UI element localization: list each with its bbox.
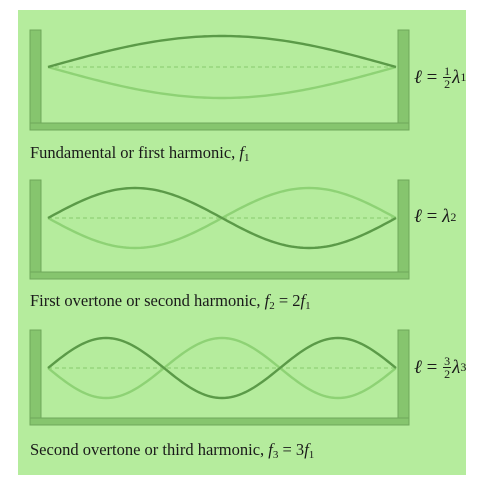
- right-post-1: [397, 29, 410, 124]
- base-bar-1: [29, 122, 410, 131]
- formula-2-lhs: ℓ: [414, 206, 422, 227]
- caption-1-text: Fundamental or first harmonic,: [30, 143, 240, 162]
- caption-2-rhs-var: f: [300, 291, 306, 310]
- wave-envelope-dark-2: [47, 186, 397, 250]
- standing-waves-svg: [29, 29, 410, 426]
- base-bar-3: [29, 417, 410, 426]
- formula-2-eq: =: [421, 206, 443, 227]
- caption-2-text: First overtone or second harmonic,: [30, 291, 265, 310]
- caption-1-var: f: [239, 143, 245, 162]
- left-post-3: [29, 329, 42, 419]
- formula-1-sub: 1: [460, 70, 467, 84]
- formula-1-frac-num: 1: [443, 64, 452, 78]
- formula-3-sub: 3: [460, 360, 467, 374]
- formula-3-frac-den: 2: [444, 367, 451, 381]
- formula-2-var: λ: [442, 206, 451, 227]
- caption-3-var: f: [268, 440, 273, 459]
- formula-2-sub: 2: [450, 209, 457, 224]
- formula-1-frac-den: 2: [444, 77, 451, 91]
- formula-3: ℓ = 3 2 λ 3: [414, 355, 466, 380]
- caption-3-text: Second overtone or third harmonic,: [30, 440, 269, 459]
- caption-2: First overtone or second harmonic, f2 = …: [30, 291, 311, 312]
- right-post-2: [397, 179, 410, 273]
- wave-envelope-light-1: [47, 65, 397, 100]
- caption-1-sub: 1: [244, 152, 250, 164]
- caption-1: Fundamental or first harmonic, f1: [30, 143, 250, 164]
- left-post-1: [29, 29, 42, 124]
- caption-2-eq: = 2: [274, 291, 301, 310]
- caption-3-rhs-var: f: [304, 440, 309, 459]
- formula-1-eq: =: [421, 66, 443, 88]
- formula-3-var: λ: [452, 356, 461, 378]
- wave-envelope-dark-3: [47, 336, 397, 400]
- formula-1-var: λ: [452, 66, 461, 88]
- formula-1-fraction: 1 2: [443, 64, 452, 91]
- caption-3-sub: 3: [272, 449, 279, 461]
- caption-2-var: f: [264, 291, 270, 310]
- formula-3-frac-num: 3: [443, 354, 452, 368]
- base-bar-2: [29, 271, 410, 280]
- wave-envelope-light-3: [47, 336, 397, 400]
- formula-3-fraction: 3 2: [443, 354, 452, 381]
- formula-3-lhs: ℓ: [414, 356, 422, 378]
- formula-2: ℓ = λ 2: [414, 206, 456, 228]
- caption-3-eq: = 3: [278, 440, 305, 459]
- formula-1: ℓ = 1 2 λ 1: [414, 65, 466, 90]
- standing-waves-diagram: ℓ = 1 2 λ 1 Fundamental or first harmoni…: [18, 10, 466, 475]
- caption-3: Second overtone or third harmonic, f3 = …: [30, 440, 314, 461]
- left-post-2: [29, 179, 42, 273]
- caption-3-rhs-sub: 1: [308, 449, 315, 461]
- right-post-3: [397, 329, 410, 419]
- formula-3-eq: =: [421, 356, 443, 378]
- formula-1-lhs: ℓ: [414, 66, 422, 88]
- caption-2-rhs-sub: 1: [305, 300, 311, 312]
- caption-2-sub: 2: [269, 300, 275, 312]
- wave-envelope-dark-1: [47, 34, 397, 69]
